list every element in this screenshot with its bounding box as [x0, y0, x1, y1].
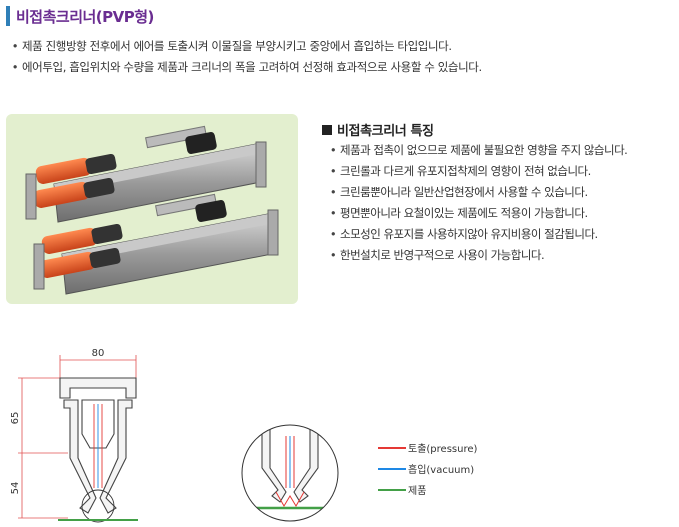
- dimension-width: 80: [92, 348, 105, 359]
- page-title: 비접촉크리너(PVP형): [16, 8, 154, 26]
- feature-text: 한번설치로 반영구적으로 사용이 가능합니다.: [340, 248, 545, 262]
- legend-swatch: [378, 468, 406, 470]
- cleaner-unit-lower: [33, 193, 279, 295]
- features-heading: 비접촉크리너 특징: [322, 120, 434, 139]
- nozzle-detail-diagram: [241, 424, 339, 522]
- dimension-upper: 65: [10, 412, 21, 425]
- features-heading-text: 비접촉크리너 특징: [337, 124, 434, 139]
- features-list: •제품과 접촉이 없으므로 제품에 불필요한 영향을 주지 않습니다. •크린롤…: [326, 142, 628, 268]
- bullet-icon: •: [11, 60, 19, 74]
- bullet-icon: •: [329, 248, 337, 262]
- feature-item: •소모성인 유포지를 사용하지않아 유지비용이 절감됩니다.: [326, 226, 627, 247]
- intro-text: 에어투입, 흡입위치와 수량을 제품과 크리너의 폭을 고려하여 선정해 효과적…: [22, 60, 482, 74]
- feature-text: 평면뿐아니라 요철이있는 제품에도 적용이 가능합니다.: [340, 206, 588, 220]
- legend-swatch: [378, 447, 406, 449]
- bullet-icon: •: [329, 206, 337, 220]
- feature-item: •제품과 접촉이 없으므로 제품에 불필요한 영향을 주지 않습니다.: [326, 142, 628, 163]
- feature-text: 크린롤과 다르게 유포지접착제의 영향이 전혀 없습니다.: [340, 164, 591, 178]
- legend-label: 흡입(vacuum): [408, 465, 475, 476]
- bullet-icon: •: [329, 227, 337, 241]
- feature-text: 소모성인 유포지를 사용하지않아 유지비용이 절감됩니다.: [340, 227, 598, 241]
- intro-item: •에어투입, 흡입위치와 수량을 제품과 크리너의 폭을 고려하여 선정해 효과…: [8, 59, 482, 80]
- legend-swatch: [378, 489, 406, 491]
- legend-label: 토출(pressure): [408, 444, 478, 455]
- intro-list: •제품 진행방향 전후에서 에어를 토출시켜 이물질을 부양시키고 중앙에서 흡…: [8, 38, 482, 80]
- feature-item: •크린롤과 다르게 유포지접착제의 영향이 전혀 없습니다.: [326, 163, 627, 184]
- intro-text: 제품 진행방향 전후에서 에어를 토출시켜 이물질을 부양시키고 중앙에서 흡입…: [22, 39, 452, 53]
- feature-text: 제품과 접촉이 없으므로 제품에 불필요한 영향을 주지 않습니다.: [340, 143, 628, 157]
- feature-text: 크린룸뿐아니라 일반산업현장에서 사용할 수 있습니다.: [340, 185, 588, 199]
- feature-item: •한번설치로 반영구적으로 사용이 가능합니다.: [326, 247, 627, 268]
- dimension-lines: [18, 355, 137, 519]
- bullet-icon: •: [329, 143, 337, 157]
- title-accent-bar: [6, 6, 10, 26]
- cleaner-illustration: [25, 125, 279, 295]
- bullet-icon: •: [329, 185, 337, 199]
- airflow-lines: [93, 404, 103, 488]
- feature-item: •평면뿐아니라 요철이있는 제품에도 적용이 가능합니다.: [326, 205, 627, 226]
- square-bullet-icon: [322, 125, 332, 135]
- intro-item: •제품 진행방향 전후에서 에어를 토출시켜 이물질을 부양시키고 중앙에서 흡…: [8, 38, 482, 59]
- cleaner-unit-upper: [25, 125, 267, 223]
- dimension-lower: 54: [10, 482, 21, 495]
- bullet-icon: •: [11, 39, 19, 53]
- nozzle-airflow: [275, 436, 305, 507]
- feature-item: •크린룸뿐아니라 일반산업현장에서 사용할 수 있습니다.: [326, 184, 627, 205]
- nozzle-outline: [258, 425, 322, 503]
- cross-section-diagram: 80 65 54: [10, 348, 138, 523]
- bullet-icon: •: [329, 164, 337, 178]
- product-photo: [6, 114, 298, 304]
- legend-label: 제품: [408, 486, 427, 497]
